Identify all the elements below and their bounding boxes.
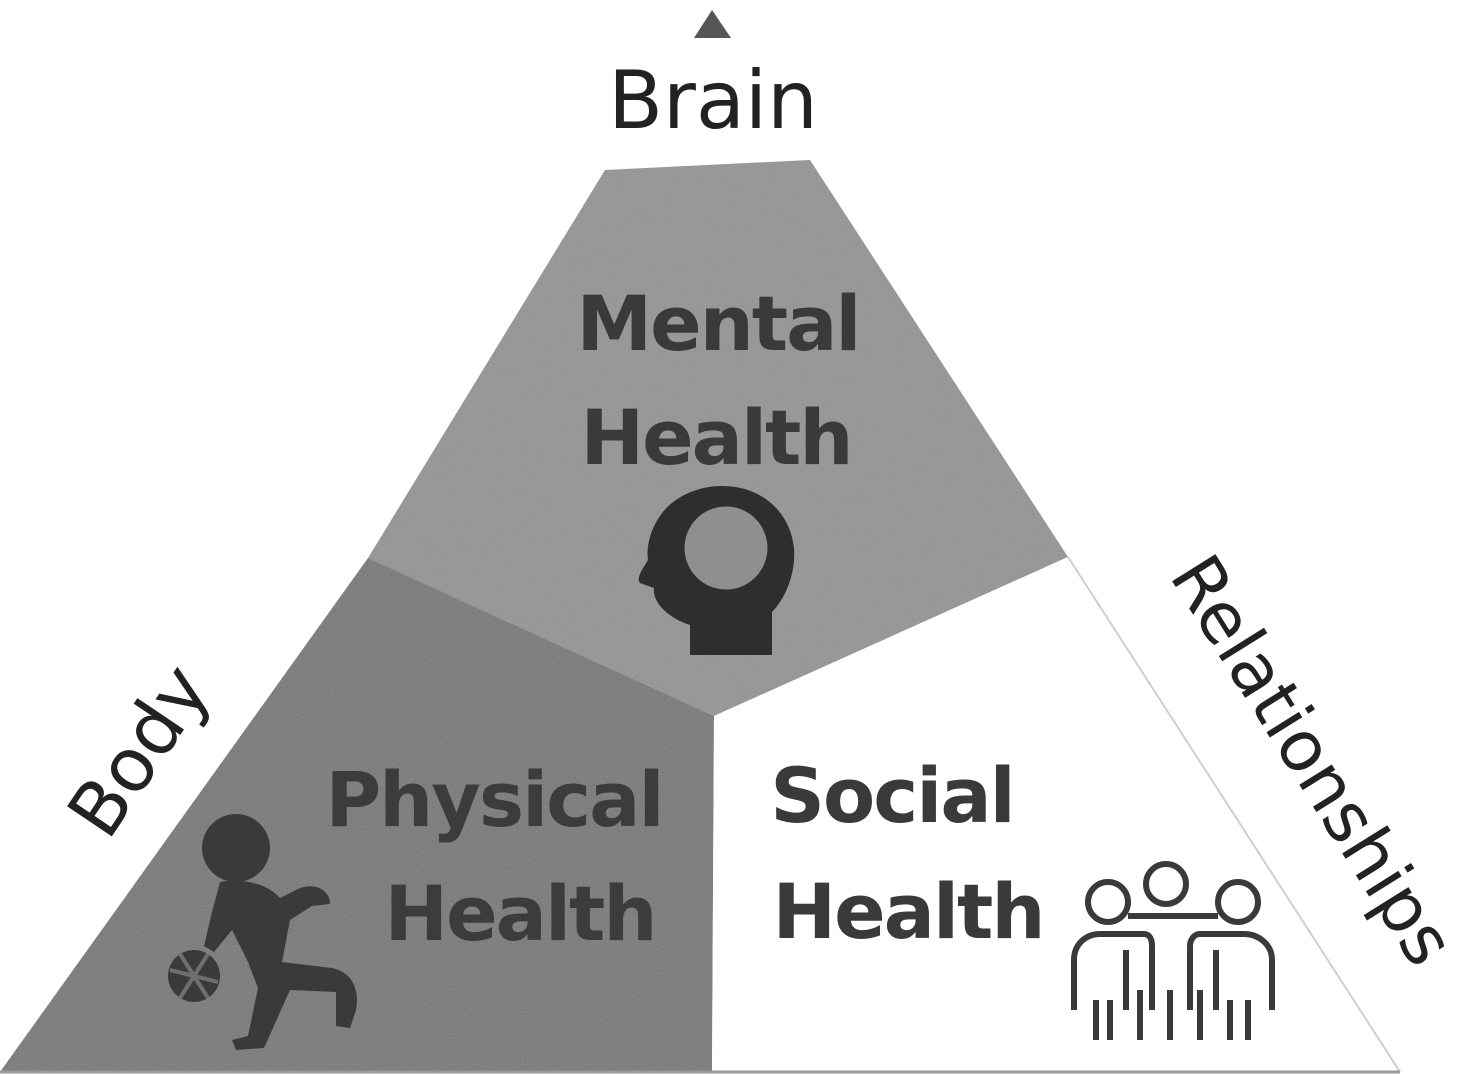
head-silhouette-icon bbox=[638, 486, 795, 655]
physical-health-title-line1: Physical bbox=[325, 755, 662, 844]
physical-health-title-line2: Health bbox=[385, 869, 656, 958]
label-brain: Brain bbox=[608, 54, 818, 147]
apex-marker-icon bbox=[694, 10, 731, 38]
social-health-title-line2: Health bbox=[773, 867, 1044, 956]
mental-health-title-line1: Mental bbox=[577, 279, 860, 368]
social-health-region bbox=[712, 557, 1400, 1072]
people-group-icon bbox=[1071, 861, 1275, 1040]
physical-health-region bbox=[0, 558, 714, 1072]
social-edge bbox=[1067, 556, 1401, 1073]
basketball-player-icon bbox=[168, 814, 357, 1050]
social-health-title-line1: Social bbox=[770, 751, 1013, 840]
mental-health-region bbox=[368, 160, 1068, 716]
mental-health-title-line2: Health bbox=[581, 393, 852, 482]
